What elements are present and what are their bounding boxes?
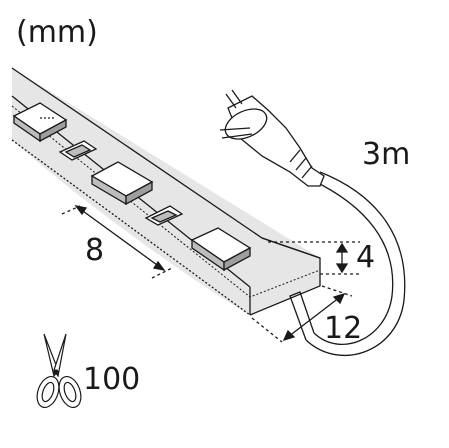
led-spacing-label: 8 — [85, 233, 105, 268]
power-cable — [289, 171, 406, 357]
unit-label: (mm) — [16, 15, 98, 50]
height-label: 4 — [356, 240, 376, 275]
led-chip-2 — [90, 161, 154, 206]
spacing-dimension — [61, 205, 173, 279]
width-label: 12 — [324, 311, 363, 346]
cable-length-label: 3m — [362, 137, 411, 172]
plug-icon — [219, 89, 325, 187]
resistor-2 — [144, 205, 184, 226]
cut-interval-label: 100 — [83, 362, 141, 397]
led-strip — [11, 67, 321, 316]
width-dimension — [251, 285, 353, 343]
resistor-1 — [58, 140, 98, 161]
height-dimension — [268, 241, 360, 275]
led-chip-1 — [12, 102, 68, 143]
scissors-icon — [36, 333, 82, 409]
led-chip-3 — [190, 227, 252, 272]
